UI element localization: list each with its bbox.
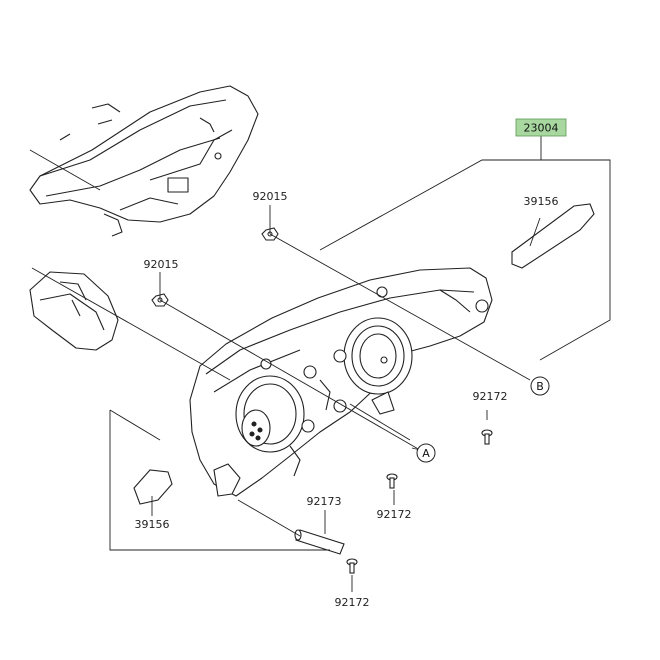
leader-lines bbox=[29, 136, 611, 592]
ref-marker-b-label: B bbox=[536, 380, 544, 393]
part-label: 39156 bbox=[135, 518, 170, 531]
part-label: 92015 bbox=[144, 258, 179, 271]
screw-icon bbox=[481, 429, 493, 445]
ref-marker-a-label: A bbox=[422, 447, 430, 460]
spacer-icon bbox=[294, 529, 345, 555]
part-label: 92172 bbox=[377, 508, 412, 521]
bulb-cover-icon bbox=[133, 469, 173, 505]
part-label: 92172 bbox=[335, 596, 370, 609]
ref-marker-a: A bbox=[416, 443, 436, 463]
part-label: 92173 bbox=[307, 495, 342, 508]
part-label: 92172 bbox=[473, 390, 508, 403]
part-label: 39156 bbox=[524, 195, 559, 208]
headlight-assembly-icon bbox=[189, 267, 493, 497]
bulb-cover-icon bbox=[511, 203, 595, 269]
screw-icon bbox=[346, 558, 358, 574]
part-label: 92015 bbox=[253, 190, 288, 203]
assembly-part-number: 23004 bbox=[524, 122, 559, 135]
side-fairing-icon bbox=[29, 271, 119, 351]
screw-icon bbox=[386, 473, 398, 489]
assembly-label-box bbox=[515, 118, 567, 137]
ref-marker-b: B bbox=[530, 376, 550, 396]
upper-cowl-bracket-icon bbox=[29, 85, 259, 237]
